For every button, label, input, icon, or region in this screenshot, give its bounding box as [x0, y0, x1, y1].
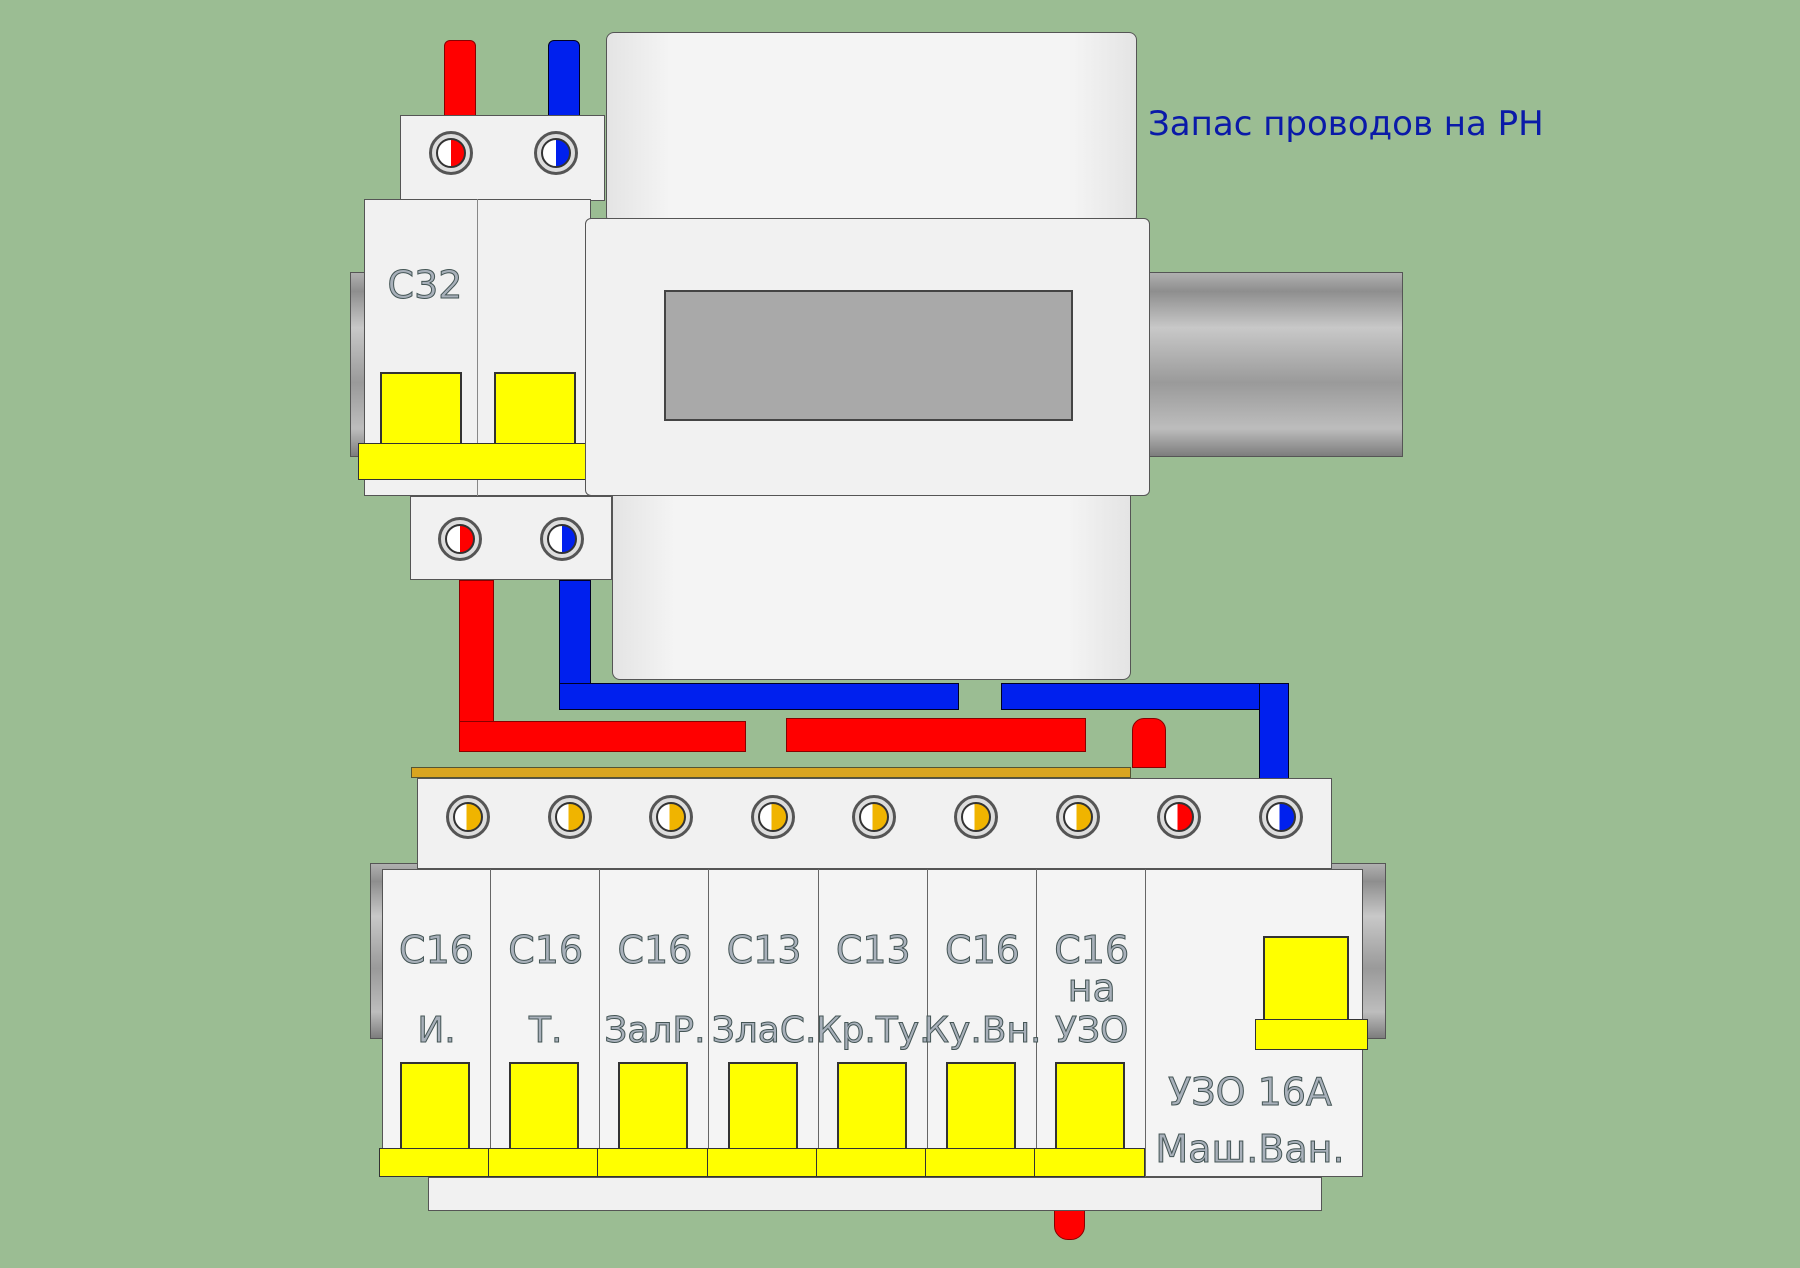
rcd-lever[interactable]	[1263, 936, 1349, 1022]
breaker-circuit-name: УЗО	[1055, 1010, 1129, 1051]
phase-wire	[459, 721, 746, 752]
breaker-lever[interactable]	[836, 1062, 907, 1152]
neutral-wire	[1259, 683, 1289, 783]
phase-wire	[786, 718, 1086, 752]
breaker-lever-bar[interactable]	[597, 1148, 709, 1177]
breaker-rating: C16	[399, 928, 475, 972]
breaker-lever-bar[interactable]	[925, 1148, 1036, 1177]
terminal	[954, 795, 998, 839]
terminal	[547, 795, 592, 839]
breaker-lever[interactable]	[1055, 1062, 1126, 1152]
terminal	[446, 795, 490, 839]
neutral-wire	[1001, 683, 1289, 710]
meter-display-window	[664, 290, 1073, 421]
terminal-screw-icon	[757, 802, 788, 832]
rcd-label: УЗО 16А	[1168, 1070, 1333, 1114]
terminal-neutral	[540, 517, 584, 561]
breaker-lever[interactable]	[946, 1062, 1016, 1152]
main-breaker-lever[interactable]	[380, 372, 462, 448]
terminal-screw-icon	[1062, 802, 1093, 832]
annotation-text: Запас проводов на РН	[1148, 104, 1544, 144]
breaker-rating: C13	[726, 928, 802, 972]
terminal-neutral	[534, 131, 578, 175]
breaker-rating: C13	[835, 928, 911, 972]
terminal-phase	[438, 517, 482, 561]
phase-wire-in	[444, 40, 476, 120]
neutral-wire-in	[548, 40, 580, 120]
terminal	[1157, 795, 1202, 839]
rcd-name: Маш.Ван.	[1155, 1127, 1345, 1171]
terminal	[649, 795, 694, 839]
terminal-screw-icon	[961, 802, 991, 832]
breaker-rating: C16	[617, 928, 693, 972]
breaker-circuit-name: Ку.Вн.	[923, 1010, 1042, 1051]
rcd-lever-bar[interactable]	[1255, 1019, 1368, 1050]
terminal-screw-icon	[453, 802, 483, 832]
terminal	[750, 795, 795, 839]
breaker-rating: C16	[508, 928, 584, 972]
terminal-screw-icon	[656, 802, 687, 832]
energy-meter-upper	[606, 32, 1137, 224]
breaker-lever[interactable]	[618, 1062, 689, 1152]
main-breaker-lever-bar[interactable]	[358, 443, 590, 480]
breaker-circuit-name: И.	[417, 1010, 456, 1051]
breaker-bottom-terminals	[428, 1177, 1322, 1211]
terminal-screw-icon	[859, 802, 890, 832]
energy-meter-lower	[612, 494, 1131, 680]
main-breaker-lever[interactable]	[494, 372, 576, 448]
phase-wire	[1132, 718, 1166, 768]
breaker-lever[interactable]	[400, 1062, 470, 1152]
terminal	[1258, 795, 1303, 839]
terminal-screw-icon	[1265, 802, 1296, 832]
breaker-rating: C16	[945, 928, 1021, 972]
main-breaker-label: C32	[387, 263, 463, 307]
breaker-lever-bar[interactable]	[706, 1148, 818, 1177]
terminal-screw-icon	[554, 802, 585, 832]
comb-busbar	[411, 767, 1131, 778]
breaker-lever-bar[interactable]	[488, 1148, 600, 1177]
breaker-circuit-name: ЗлаС.	[711, 1010, 817, 1051]
breaker-rating: C16	[1054, 928, 1130, 972]
breaker-lever-bar[interactable]	[379, 1148, 490, 1177]
terminal-screw-icon	[1164, 802, 1195, 832]
breaker-lever-bar[interactable]	[815, 1148, 927, 1177]
breaker-lever-bar[interactable]	[1034, 1148, 1146, 1177]
terminal-phase	[429, 131, 473, 175]
breaker-lever[interactable]	[727, 1062, 798, 1152]
breaker-lever[interactable]	[509, 1062, 580, 1152]
neutral-wire	[559, 683, 959, 710]
breaker-circuit-name: Кр.Ту.	[816, 1010, 932, 1051]
breaker-circuit-name: ЗалР.	[604, 1010, 706, 1051]
terminal	[1055, 795, 1100, 839]
breaker-circuit-name: Т.	[528, 1010, 563, 1051]
breaker-note: на	[1067, 966, 1116, 1010]
terminal	[852, 795, 897, 839]
